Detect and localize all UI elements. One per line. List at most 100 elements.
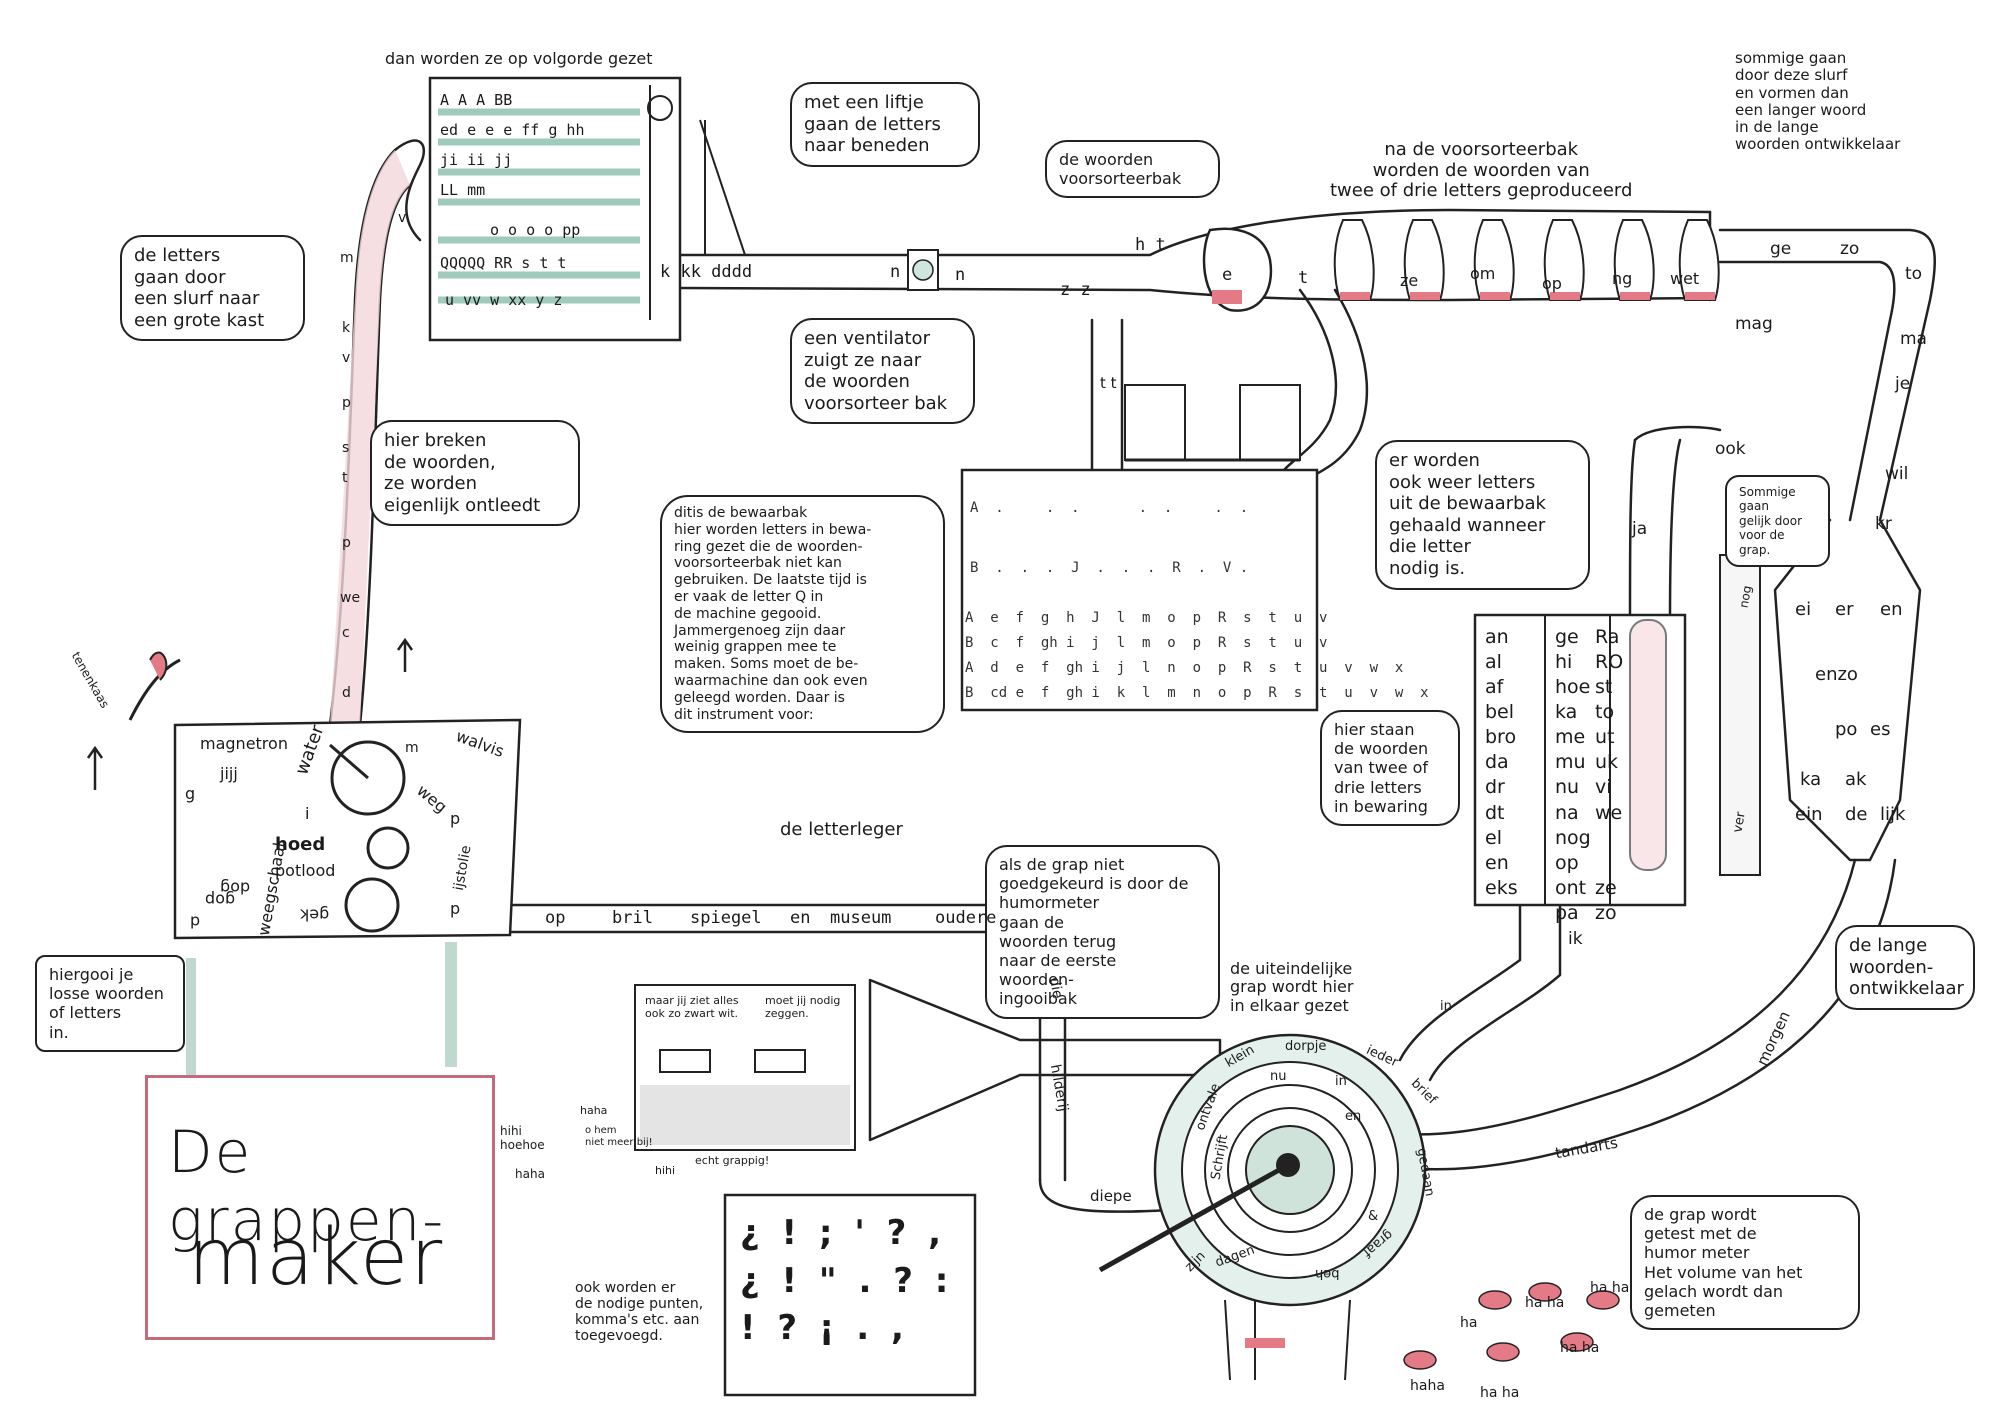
produced-word: op bbox=[1542, 274, 1562, 293]
long-word: po bbox=[1835, 719, 1858, 740]
punctuation-marks: ¿ ! ; ' ? , ¿ ! " . ? : ! ? ¡ . , bbox=[740, 1213, 949, 1349]
side-word: die bbox=[1046, 976, 1066, 1000]
word-bag-tag bbox=[1685, 292, 1715, 300]
mouth-icon bbox=[1560, 1332, 1594, 1352]
bubble-break: hier breken de woorden, ze worden eigenl… bbox=[370, 420, 580, 527]
storage-grid-row: B c f gh i j l m o p R s t u v bbox=[965, 635, 1328, 651]
humor-wheel bbox=[1098, 1033, 1427, 1381]
wheel-word: in bbox=[1335, 1074, 1347, 1089]
trunk-pipe-inner bbox=[358, 183, 412, 727]
word-ja: ja bbox=[1632, 519, 1648, 539]
shelf-row: ji ii jj bbox=[440, 151, 513, 169]
pipe-letters-e: e bbox=[1222, 265, 1233, 285]
pipe-ja bbox=[1628, 438, 1637, 622]
shelf-row: LL mm bbox=[440, 181, 486, 199]
long-word: ak bbox=[1845, 769, 1867, 790]
hopper-word: magnetron bbox=[200, 734, 288, 753]
bubble-tested: de grap wordt getest met de humor meter … bbox=[1630, 1195, 1860, 1331]
stream-word: wil bbox=[1885, 464, 1909, 484]
hopper-word: hoed bbox=[275, 834, 326, 855]
word-bag-tag bbox=[1480, 292, 1510, 300]
bubble-insert: hiergooi je losse woorden of letters in. bbox=[35, 955, 185, 1052]
mouth-icon bbox=[1403, 1350, 1437, 1370]
meter-laugh-3: ha ha bbox=[1560, 1340, 1600, 1356]
title-sign: De grappen- maker bbox=[145, 1075, 495, 1340]
wheel-word: en bbox=[1345, 1109, 1362, 1124]
trunk-letter: p bbox=[342, 535, 351, 551]
pipe-letters-t: t bbox=[1298, 268, 1309, 288]
label-long-path: sommige gaan door deze slurf en vormen d… bbox=[1735, 49, 1901, 154]
trunk-letter: t bbox=[342, 470, 348, 486]
wheel-word: dorpje bbox=[1285, 1039, 1327, 1054]
trunk-letter: s bbox=[342, 440, 350, 456]
label-sorting: dan worden ze op volgorde gezet bbox=[385, 49, 653, 68]
storage-grid-row: B cd e f gh i k l m n o p R s t u v w x bbox=[965, 685, 1429, 701]
meter-laugh-4: ha ha bbox=[1480, 1385, 1520, 1401]
shelf-row: ed e e e ff g hh bbox=[440, 121, 585, 139]
side-word: diepe bbox=[1090, 1187, 1132, 1205]
stream-word: je bbox=[1895, 374, 1911, 394]
shelf-row: u vv w xx y z bbox=[445, 291, 563, 309]
title-line-1: De grappen- bbox=[168, 1118, 446, 1254]
hopper-word: gek bbox=[300, 905, 330, 925]
mouth-icon bbox=[1528, 1282, 1562, 1302]
stream-word: ge bbox=[1770, 239, 1792, 259]
trunk-letter: v bbox=[342, 350, 351, 366]
storage-grid-row: A . . . . . . . bbox=[970, 500, 1249, 516]
meter-laugh-2: ha bbox=[1460, 1315, 1478, 1331]
zebra-right-speech: moet jij nodig zeggen. bbox=[765, 994, 841, 1020]
shelf-row: o o o o pp bbox=[490, 221, 581, 239]
bubble-rejected: als de grap niet goedgekeurd is door de … bbox=[985, 845, 1220, 1019]
pipe-ik bbox=[1398, 898, 1522, 1062]
trunk-letter: m bbox=[340, 250, 354, 266]
word-ik: ik bbox=[1568, 929, 1583, 949]
fan-icon bbox=[907, 249, 939, 291]
word-column-3: Ra RO st to ut uk vi we ze zo bbox=[1595, 626, 1624, 924]
laugh-a: haha bbox=[580, 1104, 608, 1117]
pipe-letters-left: k kk dddd bbox=[660, 262, 753, 282]
bottom-pipe-word: museum bbox=[830, 908, 892, 928]
bubble-skip: Sommige gaan gelijk door voor de grap. bbox=[1725, 475, 1830, 567]
wheel-word: & bbox=[1368, 1209, 1379, 1224]
long-word: enzo bbox=[1815, 664, 1858, 685]
pipe-letters-mid: n bbox=[890, 262, 901, 282]
storage-grid-row: B . . . J . . . R . V . bbox=[970, 560, 1249, 576]
shelf-row: QQQQQ RR s t t bbox=[440, 254, 567, 272]
meter-laugh-6: ha ha bbox=[1525, 1295, 1565, 1311]
storage-grid-row: A e f g h J l m o p R s t u v bbox=[965, 610, 1328, 626]
bottom-pipe-word: bril bbox=[612, 908, 653, 928]
stream-word: ma bbox=[1900, 329, 1927, 349]
stream-word: kr bbox=[1875, 514, 1892, 534]
pipe-letters-zz: z z bbox=[1060, 280, 1091, 300]
bottom-pipe-word: oudere bbox=[935, 908, 997, 928]
storage-bin bbox=[960, 384, 1319, 712]
hopper-word: p bbox=[450, 899, 461, 918]
word-column-2: ge hi hoe ka me mu nu na nog op ont pa bbox=[1555, 626, 1591, 924]
bubble-fetch: er worden ook weer letters uit de bewaar… bbox=[1375, 440, 1590, 590]
hopper-word: i bbox=[305, 804, 310, 823]
word-bag-tag bbox=[1410, 292, 1440, 300]
word-bag bbox=[1473, 219, 1515, 301]
trunk-letter: p bbox=[342, 395, 351, 411]
word-bag-tag bbox=[1620, 292, 1650, 300]
stream-word: zo bbox=[1840, 239, 1860, 259]
laugh-f: echt grappig! bbox=[695, 1154, 770, 1167]
laugh-d: haha bbox=[515, 1167, 545, 1181]
bubble-two-three: hier staan de woorden van twee of drie l… bbox=[1320, 710, 1460, 826]
wheel-word: beh bbox=[1315, 1265, 1340, 1281]
bubble-presort: de woorden voorsorteerbak bbox=[1045, 140, 1220, 199]
letter-cabinet bbox=[428, 76, 746, 342]
pipe-letters-right: n bbox=[955, 265, 966, 285]
word-hopper bbox=[173, 718, 522, 1078]
label-letterleger: de letterleger bbox=[780, 819, 903, 840]
long-word: lijk bbox=[1880, 804, 1906, 825]
stream-word: to bbox=[1905, 264, 1923, 284]
bubble-lift: met een liftje gaan de letters naar bene… bbox=[790, 82, 980, 167]
laugh-e: hihi bbox=[655, 1164, 676, 1177]
long-word: er bbox=[1835, 599, 1854, 620]
produced-word: wet bbox=[1670, 269, 1700, 288]
laugh-b: o hem niet meer bij! bbox=[585, 1125, 653, 1148]
label-final: de uiteindelijke grap wordt hier in elka… bbox=[1230, 959, 1354, 1015]
bubble-fan: een ventilator zuigt ze naar de woorden … bbox=[790, 318, 975, 425]
